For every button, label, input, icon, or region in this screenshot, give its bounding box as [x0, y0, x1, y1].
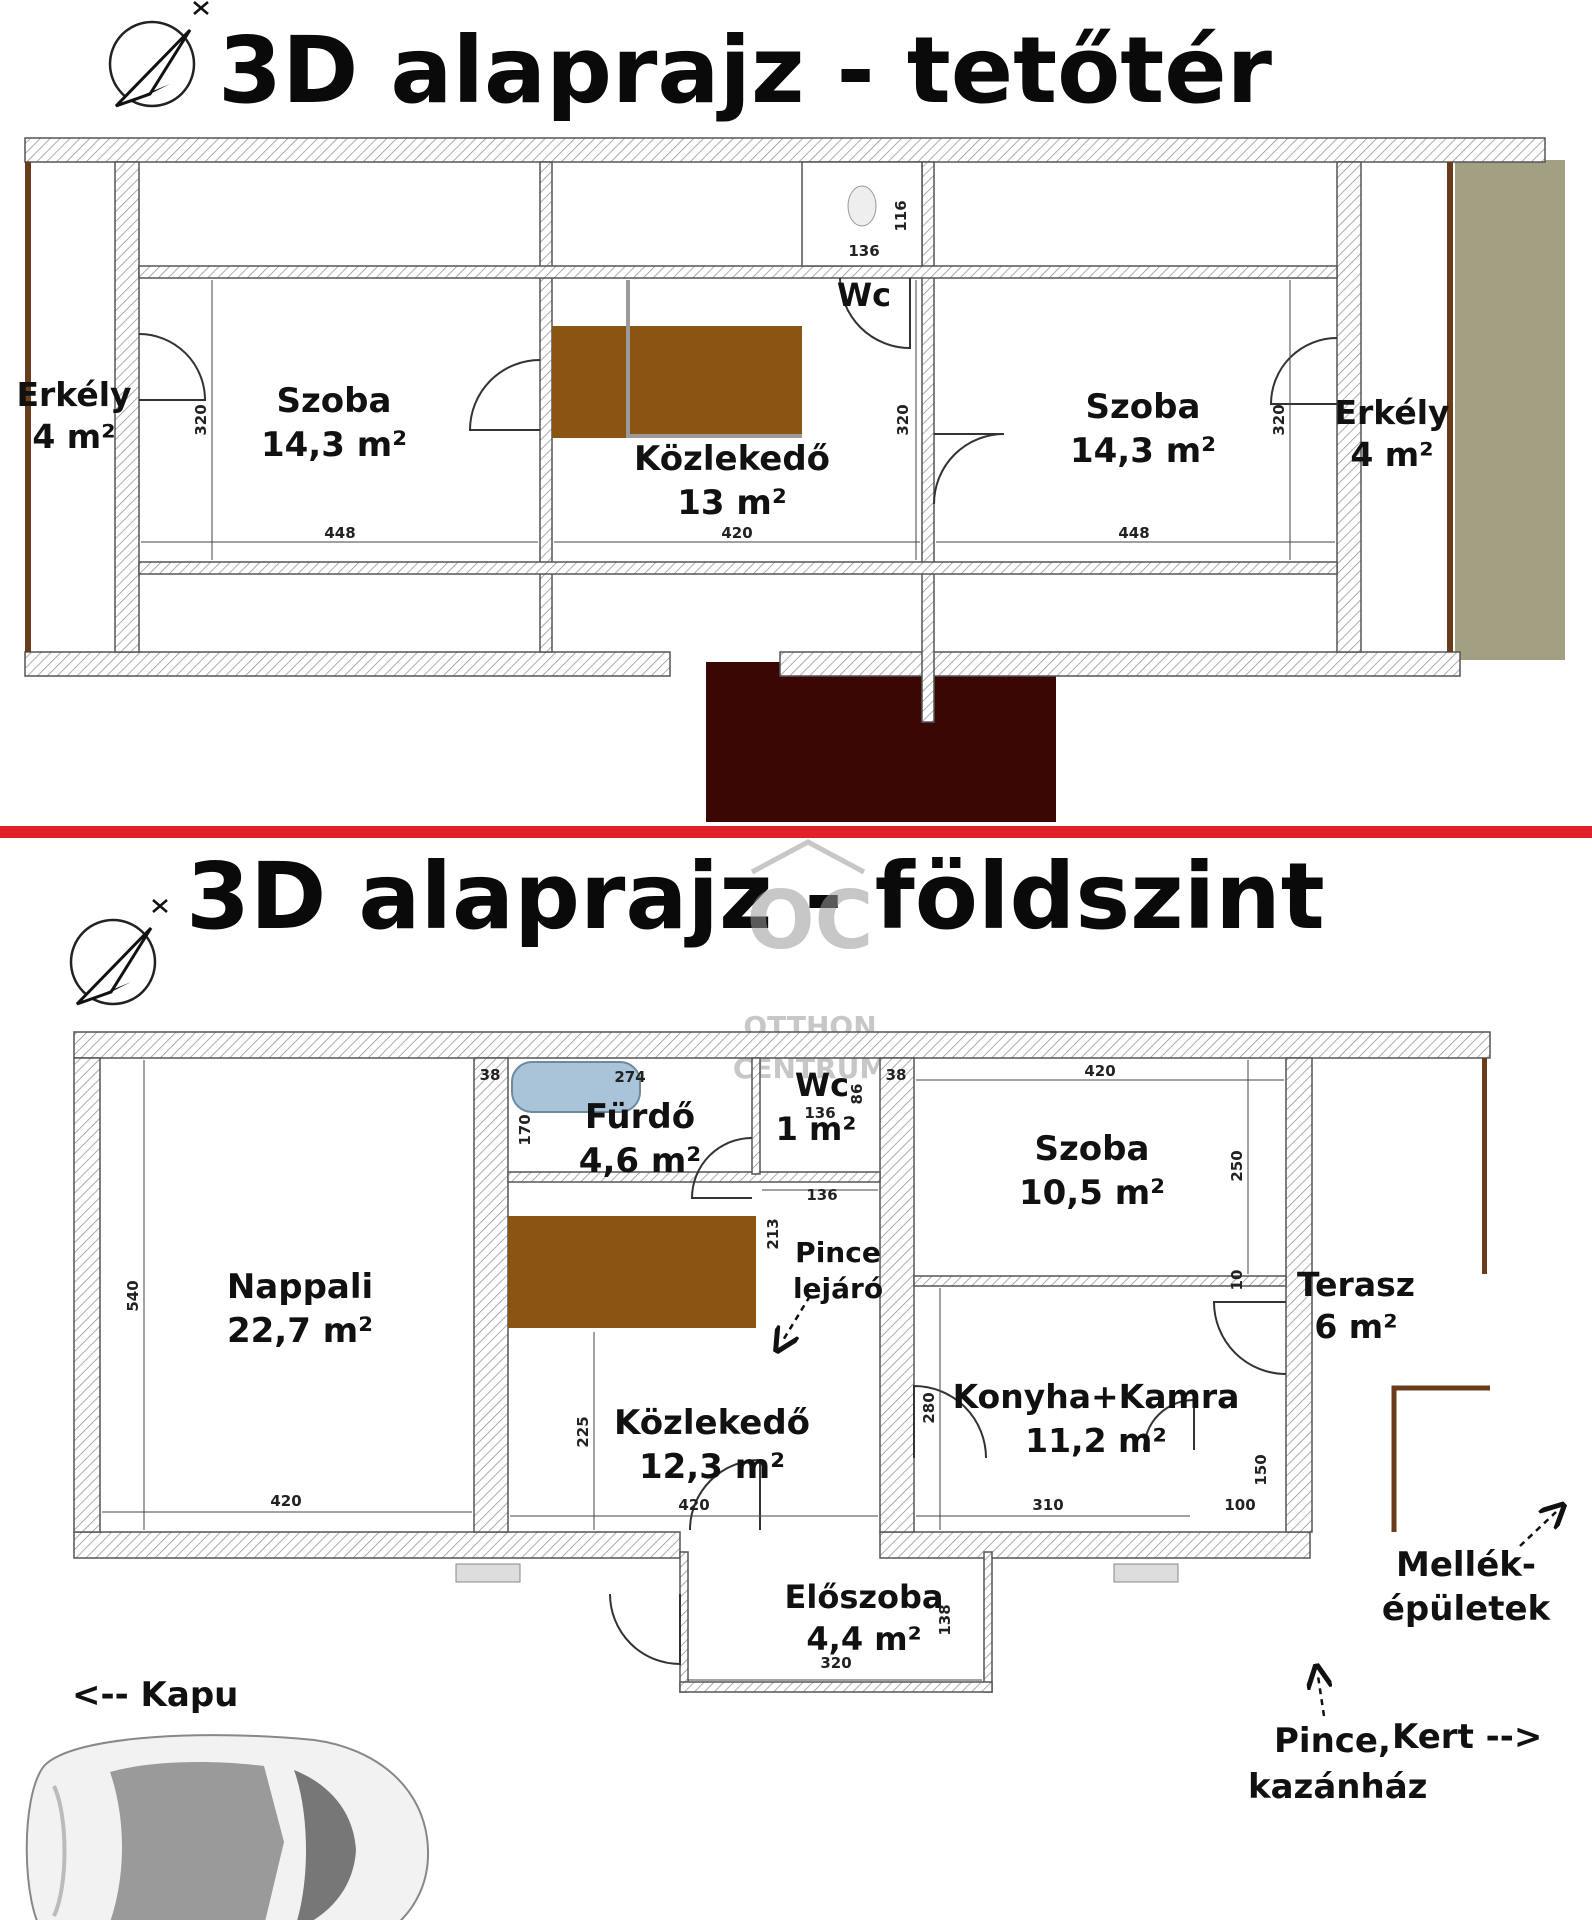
red-divider [0, 826, 1592, 838]
erkely-right-area: 4 m² [1350, 435, 1433, 474]
windows-ground [455, 1563, 1179, 1583]
terasz-name: Terasz [1297, 1265, 1415, 1304]
toilet-icon [847, 185, 877, 227]
erkely-left-name: Erkély [16, 375, 131, 414]
dim-top-room-right-w: 448 [1118, 524, 1149, 542]
staircase-top [552, 326, 802, 438]
dim-pantry-d: 150 [1252, 1454, 1270, 1485]
dim-top-room-left-w: 448 [324, 524, 355, 542]
dim-lines-top [141, 280, 1335, 560]
szoba-ground-area: 10,5 m² [1019, 1173, 1165, 1213]
note-garden: Kert --> [1392, 1717, 1542, 1757]
dim-hall-d: 225 [574, 1416, 592, 1447]
staircase-ground [508, 1216, 756, 1328]
compass-top [108, 1, 209, 108]
wc-ground-area: 1 m² [776, 1110, 857, 1148]
erkely-left-area: 4 m² [32, 417, 115, 456]
dim-top-room-right-d: 320 [1270, 404, 1288, 435]
szoba-ground-name: Szoba [1035, 1129, 1150, 1169]
konyha-name: Konyha+Kamra [953, 1377, 1240, 1416]
stair-rail-top [626, 280, 802, 438]
dim-wall-left: 38 [480, 1066, 501, 1084]
dim-entry-w: 320 [820, 1654, 851, 1672]
dim-wc-w: 136 [804, 1104, 835, 1122]
dim-room-w: 420 [1084, 1062, 1115, 1080]
note-outbuildings-1: Mellék- [1396, 1545, 1536, 1585]
kozlekedo-ground-area: 12,3 m² [639, 1447, 785, 1487]
nappali-name: Nappali [227, 1267, 373, 1307]
konyha-area: 11,2 m² [1025, 1421, 1167, 1460]
dim-top-wc-w: 136 [848, 242, 879, 260]
pince-line1: Pince [795, 1236, 881, 1269]
dim-lines-ground [102, 1060, 1284, 1681]
note-boiler: kazánház [1248, 1767, 1427, 1807]
doors-top [138, 277, 1338, 505]
szoba-right-area: 14,3 m² [1070, 431, 1216, 471]
dim-room-d: 250 [1228, 1150, 1246, 1181]
dim-living-d: 540 [124, 1280, 142, 1311]
erkely-right-name: Erkély [1334, 393, 1449, 432]
dark-block-top [706, 662, 1056, 822]
kozlekedo-top-name: Közlekedő [634, 439, 830, 479]
dim-living-w: 420 [270, 1492, 301, 1510]
walls-ground [73, 1031, 1491, 1693]
dim-bath-w: 274 [614, 1068, 645, 1086]
arrow-cellar-icon [1318, 1676, 1324, 1717]
deck-right-top [1455, 160, 1565, 660]
pince-line2: lejáró [793, 1272, 883, 1305]
dim-wall-mid: 10 [1228, 1270, 1246, 1291]
note-outbuildings-2: épületek [1382, 1589, 1552, 1629]
ground-title: 3D alaprajz - földszint [186, 843, 1325, 950]
dim-kitchen-d: 280 [920, 1392, 938, 1423]
szoba-left-area: 14,3 m² [261, 425, 407, 465]
walls-top [24, 137, 1546, 723]
eloszoba-name: Előszoba [785, 1578, 944, 1616]
szoba-right-name: Szoba [1086, 387, 1201, 427]
balcony-rail-right [1447, 162, 1453, 652]
wc-ground-name: Wc [795, 1066, 849, 1104]
nappali-area: 22,7 m² [227, 1311, 373, 1351]
dim-bath-d: 170 [516, 1114, 534, 1145]
car-icon [25, 1734, 430, 1920]
arrow-outbuildings-icon [1519, 1512, 1556, 1547]
dim-top-room-left-d: 320 [192, 404, 210, 435]
dim-hall-w: 420 [678, 1496, 709, 1514]
balcony-rail-left [25, 162, 31, 652]
dim-wc-d: 86 [848, 1084, 866, 1105]
note-cellar: Pince, [1274, 1721, 1391, 1761]
furdo-area: 4,6 m² [579, 1141, 701, 1181]
compass-ground [69, 899, 168, 1006]
kozlekedo-ground-name: Közlekedő [614, 1403, 810, 1443]
dim-entry-d: 138 [936, 1604, 954, 1635]
bathtub-icon [511, 1061, 641, 1113]
terrace-rail [1391, 1385, 1490, 1532]
note-gate: <-- Kapu [72, 1675, 238, 1715]
dim-wall-right: 38 [886, 1066, 907, 1084]
dim-stair-d: 213 [764, 1218, 782, 1249]
wc-top-name: Wc [837, 276, 891, 314]
dim-top-hall-w: 420 [721, 524, 752, 542]
dim-stair-w: 136 [806, 1186, 837, 1204]
eloszoba-area: 4,4 m² [806, 1620, 921, 1658]
furdo-name: Fürdő [585, 1097, 695, 1137]
watermark-mark: OC [747, 874, 874, 967]
szoba-left-name: Szoba [277, 381, 392, 421]
terasz-area: 6 m² [1314, 1307, 1397, 1346]
stair-arrow-icon [782, 1295, 812, 1342]
dim-pantry-w: 100 [1224, 1496, 1255, 1514]
doors-ground [609, 1137, 1287, 1666]
rail-right-ground [1482, 1058, 1487, 1274]
top-title: 3D alaprajz - tetőtér [218, 17, 1273, 124]
dim-kitchen-w: 310 [1032, 1496, 1063, 1514]
dim-top-hall-d: 320 [894, 404, 912, 435]
kozlekedo-top-area: 13 m² [677, 483, 786, 523]
house-roof-icon [750, 839, 866, 875]
dim-top-wc-d: 116 [892, 200, 910, 231]
